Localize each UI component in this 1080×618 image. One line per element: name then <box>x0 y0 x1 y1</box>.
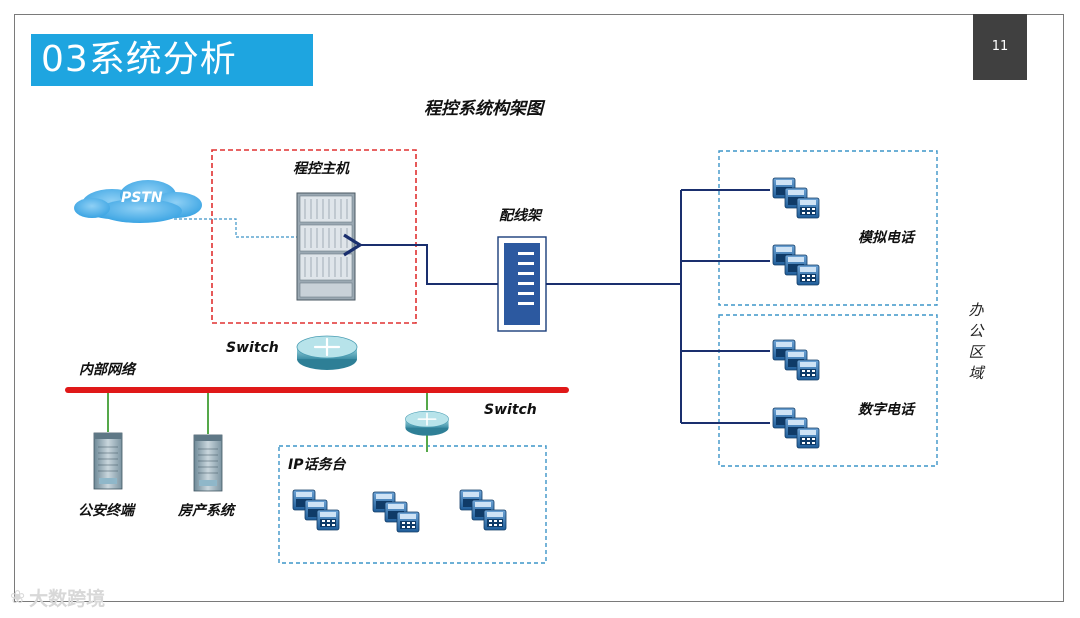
switch-router-icon <box>404 410 450 437</box>
intranet-links <box>107 393 428 452</box>
server-icon <box>93 432 123 490</box>
wechat-icon: ❀ <box>10 587 26 608</box>
ip-phone-icon <box>372 491 420 533</box>
analog-phone-icon <box>772 177 820 219</box>
page-number: 11 <box>973 14 1027 80</box>
watermark: ❀ 大数跨境 <box>10 584 105 611</box>
digital-phone-icon <box>772 407 820 449</box>
ip-console-box <box>278 445 547 564</box>
digital-phone-box <box>718 314 938 467</box>
pbx-cabinet-icon <box>296 192 356 301</box>
switch-router-icon <box>295 334 359 372</box>
watermark-text: 大数跨境 <box>29 588 106 610</box>
diagram-heading: 程控系统构架图 <box>424 99 543 119</box>
intranet-label: 内部网络 <box>79 362 135 378</box>
pbx-host-box <box>211 149 417 324</box>
office-area-label: 办公区域 <box>968 301 984 382</box>
frame-to-pbx-link <box>343 233 498 285</box>
distribution-frame-icon <box>497 236 547 332</box>
ip-console-label: IP话务台 <box>288 457 346 473</box>
pbx-host-label: 程控主机 <box>293 161 349 177</box>
digital-phone-icon <box>772 339 820 381</box>
housing-system-label: 房产系统 <box>178 503 234 519</box>
analog-phone-label: 模拟电话 <box>858 230 914 246</box>
slide-title: 03系统分析 <box>31 34 313 86</box>
distribution-frame-label: 配线架 <box>499 208 541 224</box>
server-icon <box>193 434 223 492</box>
digital-phone-label: 数字电话 <box>858 402 914 418</box>
pstn-cloud-icon <box>74 180 202 223</box>
analog-phone-icon <box>772 244 820 286</box>
police-terminal-label: 公安终端 <box>78 503 134 519</box>
switch-bottom-label: Switch <box>484 402 537 418</box>
analog-phone-box <box>718 150 938 306</box>
slide-frame <box>14 14 1064 602</box>
ip-phone-icon <box>292 489 340 531</box>
phone-bus <box>546 189 770 424</box>
pstn-label: PSTN <box>121 190 163 206</box>
pstn-link <box>174 218 302 238</box>
switch-top-label: Switch <box>226 340 279 356</box>
ip-phone-icon <box>459 489 507 531</box>
